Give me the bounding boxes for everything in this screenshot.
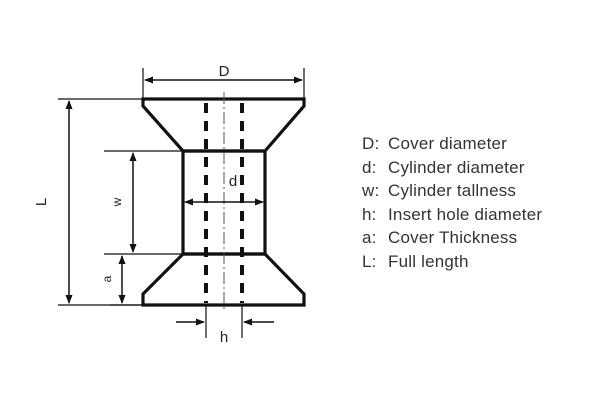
dimension-h-label: h: [220, 329, 228, 346]
legend-item-a: a: Cover Thickness: [362, 226, 542, 250]
legend-text: Insert hole diameter: [388, 204, 543, 224]
legend-key: L:: [362, 251, 377, 271]
legend-text: Cylinder diameter: [388, 157, 525, 177]
extension-lines: [58, 68, 305, 338]
legend-text: Cover diameter: [388, 134, 508, 153]
dimension-arrows: [65, 76, 303, 326]
legend-item-w: w: Cylinder tallness: [362, 179, 542, 203]
legend-key: w:: [362, 181, 380, 201]
dimension-L-label: L: [33, 198, 50, 206]
dimension-w-label: w: [110, 197, 124, 207]
legend-key: D:: [362, 134, 380, 153]
legend-item-h: h: Insert hole diameter: [362, 203, 542, 227]
dimension-d-label: d: [229, 173, 237, 190]
legend-item-d: d: Cylinder diameter: [362, 156, 542, 180]
dimension-D-label: D: [219, 63, 230, 80]
legend-key: d:: [362, 157, 377, 177]
legend-item-D: D: Cover diameter: [362, 132, 542, 156]
legend-key: a:: [362, 228, 377, 248]
legend-text: Full length: [388, 251, 469, 271]
legend-item-L: L: Full length: [362, 250, 542, 274]
dimension-a-label: a: [100, 275, 114, 282]
legend-text: Cylinder tallness: [388, 181, 517, 201]
legend-text: Cover Thickness: [388, 228, 518, 248]
dimension-legend: D: Cover diameter d: Cylinder diameter w: C…: [362, 132, 542, 274]
legend-key: h:: [362, 204, 377, 224]
